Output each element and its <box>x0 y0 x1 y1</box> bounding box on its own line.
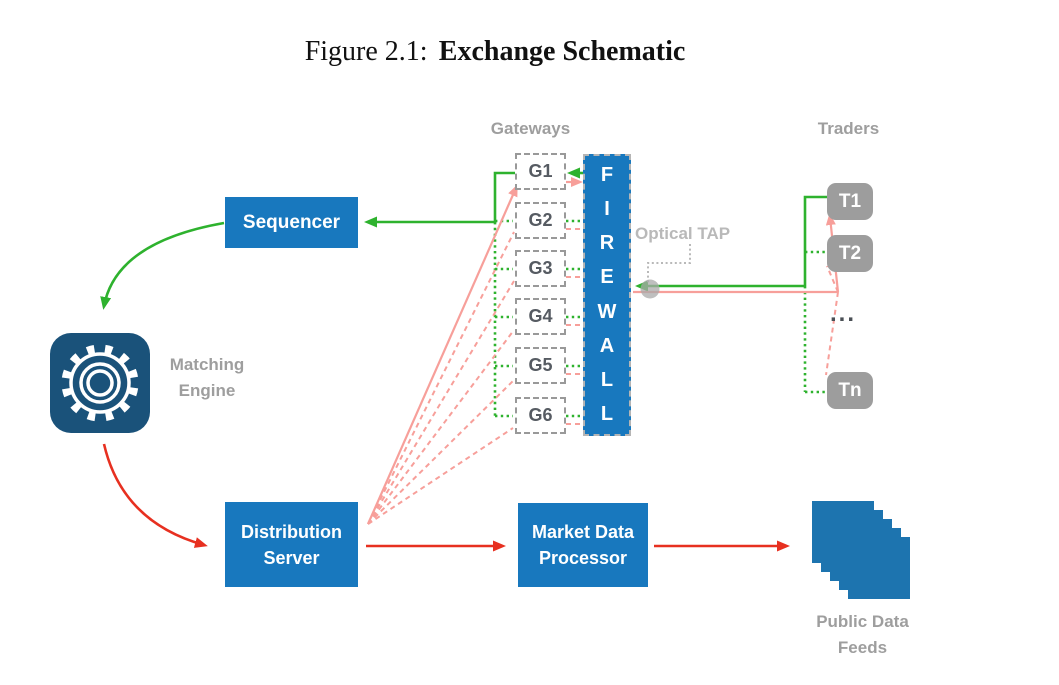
edge-t1-trunk <box>803 195 827 286</box>
trader-t2: T2 <box>827 235 873 272</box>
optical-tap-leader <box>640 244 691 299</box>
edge-g1-to-sequencer <box>364 171 515 228</box>
edge-distribution-to-g1 <box>366 184 518 525</box>
sequencer-node: Sequencer <box>225 197 358 248</box>
gateway-g4: G4 <box>515 298 566 335</box>
traders-heading: Traders <box>817 119 880 138</box>
matching-engine-label: Matching Engine <box>169 355 245 400</box>
edge-engine-to-distribution <box>102 443 208 548</box>
gateway-g2: G2 <box>515 202 566 239</box>
gear-icon <box>61 344 139 422</box>
public-data-feeds-label: Public Data Feeds <box>816 612 909 657</box>
sequencer-label: Sequencer <box>242 211 341 233</box>
tap-point-dot <box>640 279 660 299</box>
trader-tn: Tn <box>827 372 873 409</box>
optical-tap-label: Optical TAP <box>635 224 731 243</box>
figure-number: Figure 2.1: <box>304 36 428 67</box>
gateway-g3: G3 <box>515 250 566 287</box>
distribution-server-node: Distribution Server <box>225 502 358 587</box>
gateway-g6: G6 <box>515 397 566 434</box>
trader-t1: T1 <box>827 183 873 220</box>
edge-sequencer-to-engine <box>100 221 225 310</box>
gateway-g5: G5 <box>515 347 566 384</box>
traders-ellipsis: ... <box>830 300 857 327</box>
figure-caption: Figure 2.1: Exchange Schematic <box>205 36 785 68</box>
stacked-feeds-icon <box>812 501 910 599</box>
gateway-g1: G1 <box>515 153 566 190</box>
matching-engine-node <box>50 333 150 433</box>
red-data-flow-edges <box>102 443 790 552</box>
gateways-heading: Gateways <box>490 119 571 138</box>
market-data-processor-node: Market Data Processor <box>518 503 648 587</box>
figure-title-text: Exchange Schematic <box>438 36 686 67</box>
